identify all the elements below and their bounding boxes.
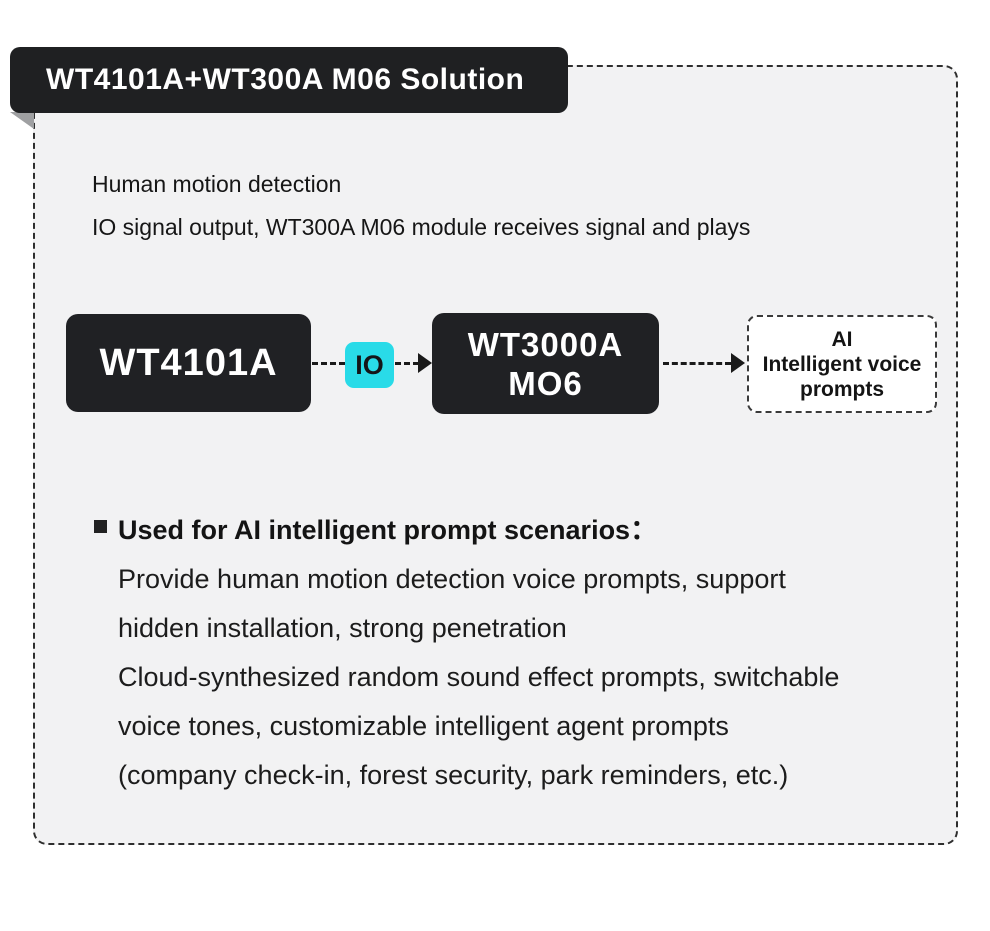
flow-node-wt4101a-label: WT4101A [99, 341, 278, 384]
header-badge: WT4101A+WT300A M06 Solution [10, 47, 568, 113]
flow-node-ai-line2: Intelligent voice [762, 352, 922, 376]
scenario-line: voice tones, customizable intelligent ag… [118, 711, 729, 741]
page-title: WT4101A+WT300A M06 Solution [46, 63, 525, 96]
flow-node-wt4101a: WT4101A [66, 314, 311, 412]
solution-panel: Human motion detection IO signal output,… [33, 65, 958, 845]
flow-node-ai-prompts: AI Intelligent voice prompts [747, 315, 937, 413]
scenario-line: hidden installation, strong penetration [118, 613, 567, 643]
flow-dashed-connector-1 [312, 362, 345, 365]
solution-description: Human motion detection IO signal output,… [92, 163, 750, 249]
scenarios-heading: Used for AI intelligent prompt scenarios… [118, 515, 658, 545]
flow-dashed-connector-3 [663, 362, 731, 365]
badge-fold-triangle [10, 112, 34, 129]
description-line-1: Human motion detection [92, 171, 342, 197]
scenario-line: Provide human motion detection voice pro… [118, 564, 786, 594]
flow-node-wt3000a: WT3000A MO6 [432, 313, 659, 414]
scenarios-body: Provide human motion detection voice pro… [118, 555, 839, 800]
flow-node-ai-line3: prompts [800, 377, 884, 401]
flow-node-wt3000a-line1: WT3000A [467, 325, 624, 363]
flow-io-chip: IO [345, 342, 394, 388]
square-bullet-icon [94, 520, 107, 533]
flow-node-ai-line1: AI [831, 327, 853, 351]
flow-node-wt3000a-line2: MO6 [508, 364, 583, 402]
flow-io-label: IO [355, 349, 384, 380]
description-line-2: IO signal output, WT300A M06 module rece… [92, 214, 751, 240]
scenario-line: Cloud-synthesized random sound effect pr… [118, 662, 840, 692]
arrow-right-icon [731, 353, 745, 373]
arrow-right-icon [418, 353, 432, 373]
flow-dashed-connector-2 [395, 362, 419, 365]
scenario-line: (company check-in, forest security, park… [118, 760, 789, 790]
